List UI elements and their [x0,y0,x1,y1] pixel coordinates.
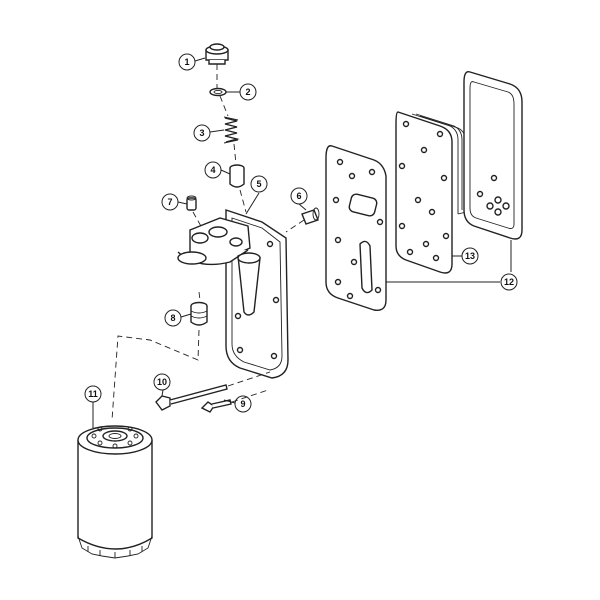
svg-text:10: 10 [157,377,167,387]
part-oil-filter [77,425,153,559]
callout-2: 2 [239,83,257,101]
part-side-fitting [301,207,320,225]
svg-text:8: 8 [170,313,175,323]
part-valve [229,164,245,188]
svg-text:6: 6 [296,191,301,201]
callout-9: 9 [234,395,252,413]
assembly-lines [111,64,305,421]
svg-text:9: 9 [240,399,245,409]
svg-text:3: 3 [199,128,204,138]
part-threaded-nipple [190,301,208,326]
svg-text:4: 4 [210,165,215,175]
callout-5: 5 [250,175,268,193]
part-gasket-right [463,71,523,240]
callout-8: 8 [164,309,182,327]
svg-text:5: 5 [256,179,261,189]
part-spring [223,116,240,144]
svg-text:13: 13 [465,251,475,261]
callout-13: 13 [461,247,479,265]
callout-10: 10 [153,373,171,391]
svg-text:11: 11 [88,389,98,399]
callout-12: 12 [500,273,518,291]
callout-6: 6 [290,187,308,205]
svg-text:12: 12 [504,277,514,287]
part-long-bolt [155,384,228,411]
part-cap-plug [205,43,229,65]
callout-3: 3 [193,124,211,142]
svg-text:1: 1 [184,57,189,67]
callouts: 1 2 3 4 5 6 7 8 [84,53,518,413]
part-small-fitting [186,195,197,211]
callout-11: 11 [84,385,102,403]
part-oil-cooler [395,111,467,274]
part-stud-bolt [200,399,232,413]
callout-4: 4 [204,161,222,179]
callout-1: 1 [178,53,196,71]
svg-text:2: 2 [245,87,250,97]
part-o-ring [209,87,227,97]
svg-text:7: 7 [167,197,172,207]
leader-lines [92,57,512,428]
part-gasket-left [325,145,387,311]
callout-7: 7 [161,193,179,211]
part-oil-filter-housing [177,209,289,379]
